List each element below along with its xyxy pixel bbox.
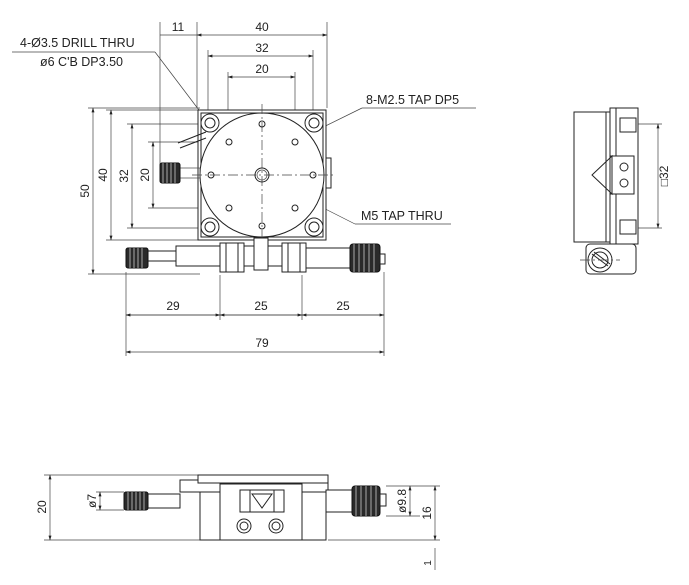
dim-20-front: 20 (35, 500, 49, 514)
dim-d98: ø9.8 (395, 489, 409, 513)
corner-holes (200, 113, 324, 237)
tap8-note: 8-M2.5 TAP DP5 (366, 93, 459, 107)
dim-32-vertical: 32 (117, 169, 131, 183)
dim-16: 16 (420, 506, 434, 520)
dim-20: 20 (255, 62, 269, 76)
dim-20-vertical: 20 (138, 168, 152, 182)
drive-knob-left (125, 247, 149, 269)
dim-1: 1 (423, 560, 434, 566)
dim-40: 40 (255, 20, 269, 34)
dim-d7: ø7 (85, 494, 99, 508)
micrometer-knob (349, 243, 381, 273)
tap-holes (207, 120, 317, 230)
drill-note: 4-Ø3.5 DRILL THRU (20, 36, 135, 50)
front-view: 20 ø7 (35, 474, 440, 570)
dim-25-b: 25 (336, 299, 350, 313)
side-view: □32 (573, 107, 671, 275)
center-tap-hole (254, 167, 270, 183)
dim-79: 79 (255, 336, 269, 350)
dim-50: 50 (78, 184, 92, 198)
counterbore-note: ø6 C'B DP3.50 (40, 55, 123, 69)
dim-25-a: 25 (254, 299, 268, 313)
dim-square-32: □32 (657, 165, 671, 186)
side-body (573, 111, 611, 243)
top-view: 40 32 20 11 4-Ø3.5 DRILL THRU ø6 C'B DP3… (12, 20, 476, 356)
dim-29: 29 (166, 299, 180, 313)
dim-32: 32 (255, 41, 269, 55)
drill-note-leader (154, 51, 206, 119)
dim-40-vertical: 40 (96, 168, 110, 182)
m5-note: M5 TAP THRU (361, 209, 443, 223)
dim-11: 11 (172, 20, 185, 34)
